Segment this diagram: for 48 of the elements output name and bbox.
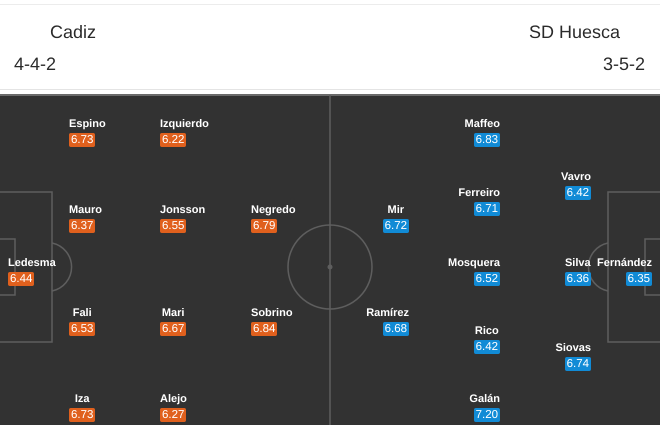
- player-name: Sobrino: [251, 306, 293, 320]
- rating-badge: 6.52: [474, 272, 500, 286]
- formation-label: 4-4-2: [14, 53, 56, 75]
- player-name: Fali: [72, 306, 92, 320]
- rating-badge: 6.74: [564, 357, 591, 371]
- player-name: Silva: [564, 256, 591, 270]
- player-name: Mari: [162, 306, 184, 320]
- rating-badge: 6.35: [626, 272, 652, 286]
- rating-badge: 6.68: [382, 322, 409, 336]
- player-name: Espino: [69, 117, 106, 131]
- rating-badge: 6.36: [564, 272, 591, 286]
- player-name: Fernández: [596, 256, 652, 270]
- rating-badge: 6.83: [474, 133, 500, 147]
- player-name: Iza: [74, 392, 90, 406]
- player-name: Rico: [474, 324, 499, 338]
- rating-badge: 6.71: [474, 202, 500, 216]
- player-name: Maffeo: [464, 117, 500, 131]
- rating-badge: 6.79: [251, 219, 278, 233]
- rating-badge: 6.55: [160, 219, 186, 233]
- player-name: Izquierdo: [160, 117, 209, 131]
- rating-badge: 6.42: [474, 340, 500, 354]
- rating-badge: 6.42: [564, 186, 591, 200]
- player-name: Vavro: [561, 170, 591, 184]
- rating-badge: 6.73: [69, 408, 96, 422]
- rating-badge: 6.22: [160, 133, 186, 147]
- rating-badge: 6.72: [382, 219, 409, 233]
- rating-badge: 6.67: [160, 322, 186, 336]
- rating-badge: 7.20: [474, 408, 500, 422]
- rating-badge: 6.27: [160, 408, 186, 422]
- player-name: Mauro: [69, 203, 102, 217]
- player-name: Mosquera: [448, 256, 500, 270]
- player-name: Mir: [388, 203, 404, 217]
- team-name: SD Huesca: [528, 21, 620, 43]
- formation-label: 3-5-2: [602, 53, 645, 75]
- rating-badge: 6.37: [69, 219, 96, 233]
- player-name: Ledesma: [8, 256, 56, 270]
- rating-badge: 6.44: [8, 272, 34, 286]
- player-name: Ferreiro: [458, 186, 500, 200]
- player-name: Siovas: [556, 341, 591, 355]
- player-name: Jonsson: [160, 203, 206, 217]
- player-name: Galán: [469, 392, 500, 406]
- rating-badge: 6.73: [69, 133, 96, 147]
- rating-badge: 6.53: [69, 322, 96, 336]
- player-name: Ramírez: [366, 306, 409, 320]
- rating-badge: 6.84: [251, 322, 278, 336]
- player-name: Negredo: [251, 203, 296, 217]
- player-name: Alejo: [160, 392, 187, 406]
- team-name: Cadiz: [50, 21, 96, 43]
